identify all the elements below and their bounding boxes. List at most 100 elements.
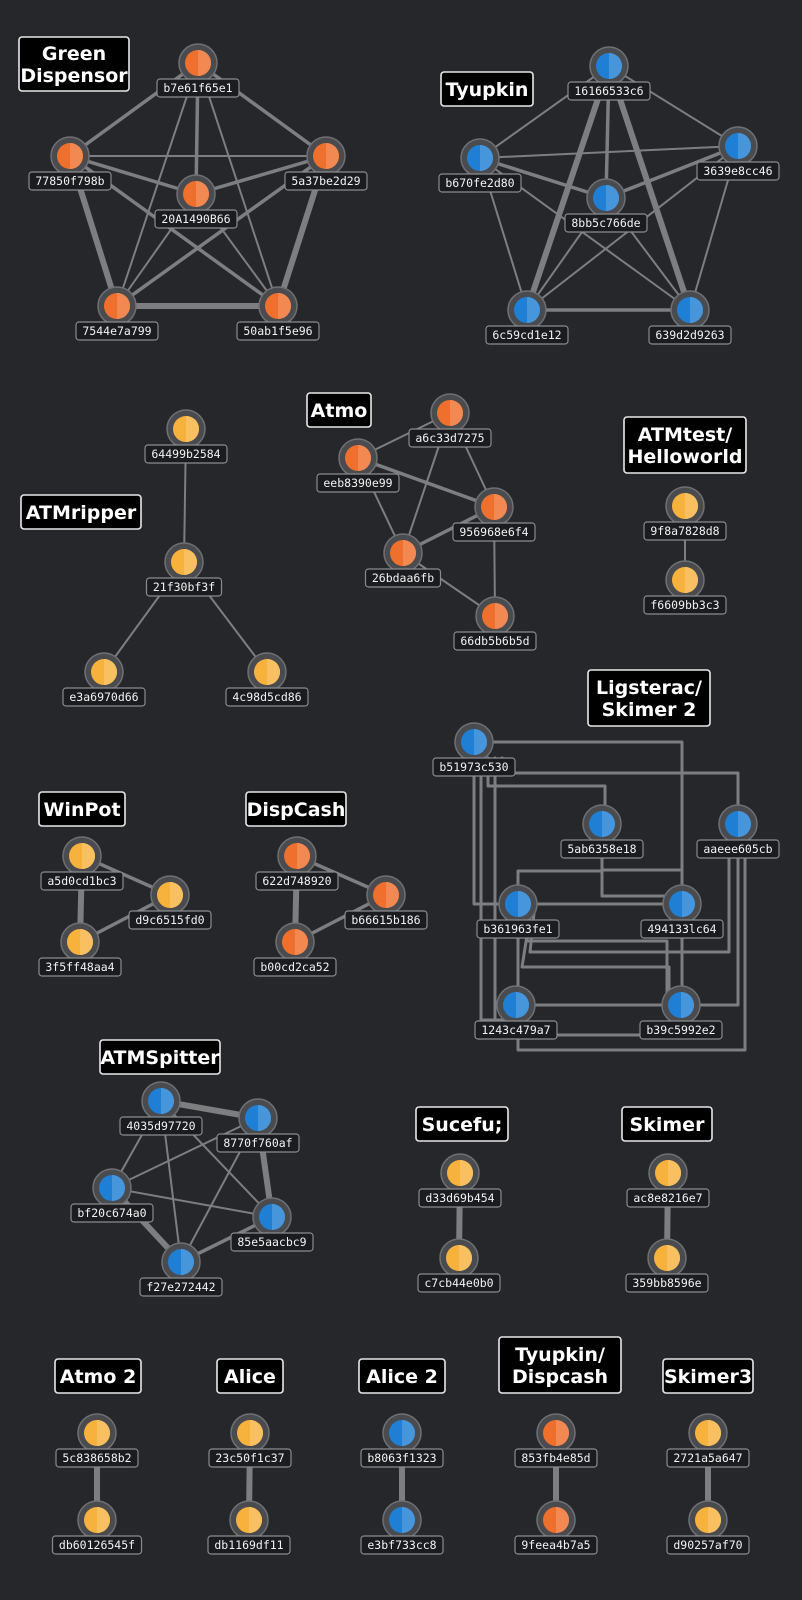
node-359bb8596e[interactable]: 359bb8596e: [625, 1238, 709, 1293]
node-b670fe2d80[interactable]: b670fe2d80: [438, 138, 522, 193]
node-d90257af70[interactable]: d90257af70: [666, 1500, 750, 1555]
cluster-labels-layer: GreenDispensorTyupkinATMripperAtmoATMtes…: [18, 36, 754, 1394]
node-23c50f1c37[interactable]: 23c50f1c37: [208, 1413, 292, 1468]
node-7544e7a799[interactable]: 7544e7a799: [75, 286, 159, 341]
cluster-label-box: [623, 416, 747, 474]
node-f27e272442[interactable]: f27e272442: [139, 1242, 223, 1297]
cluster-label-box: [38, 791, 126, 827]
node-id-label: f6609bb3c3: [650, 598, 719, 612]
node-16166533c6[interactable]: 16166533c6: [567, 46, 651, 101]
node-id-box: [70, 1203, 154, 1223]
node-b7e61f65e1[interactable]: b7e61f65e1: [156, 43, 240, 98]
node-9f8a7828d8[interactable]: 9f8a7828d8: [643, 486, 727, 541]
node-9feea4b7a5[interactable]: 9feea4b7a5: [514, 1500, 598, 1555]
node-id-box: [626, 1188, 710, 1208]
node-dot-highlight: [668, 1160, 681, 1186]
node-id-box: [144, 444, 228, 464]
node-6c59cd1e12[interactable]: 6c59cd1e12: [485, 290, 569, 345]
cluster-label-atmspitter: ATMSpitter: [99, 1039, 221, 1075]
node-db60126545f[interactable]: db60126545f: [51, 1500, 143, 1555]
cluster-label-text: Ligsterac/: [596, 677, 702, 699]
node-50ab1f5e96[interactable]: 50ab1f5e96: [236, 286, 320, 341]
node-eeb8390e99[interactable]: eeb8390e99: [316, 438, 400, 493]
cluster-label-atmo: Atmo: [306, 392, 372, 428]
node-a5d0cd1bc3[interactable]: a5d0cd1bc3: [40, 836, 124, 891]
cluster-label-atmo-2: Atmo 2: [54, 1358, 142, 1394]
node-d33d69b454[interactable]: d33d69b454: [418, 1153, 502, 1208]
node-a6c33d7275[interactable]: a6c33d7275: [408, 393, 492, 448]
node-id-box: [236, 321, 320, 341]
node-b361963fe1[interactable]: b361963fe1: [476, 884, 560, 939]
node-b8063f1323[interactable]: b8063f1323: [360, 1413, 444, 1468]
node-26bdaa6fb[interactable]: 26bdaa6fb: [364, 533, 442, 588]
cluster-label-skimer3: Skimer3: [662, 1358, 754, 1394]
edges-layer: [67, 61, 747, 1523]
node-64499b2584[interactable]: 64499b2584: [144, 409, 228, 464]
node-3639e8cc46[interactable]: 3639e8cc46: [696, 126, 780, 181]
node-956968e6f4[interactable]: 956968e6f4: [452, 487, 536, 542]
cluster-label-winpot: WinPot: [38, 791, 126, 827]
node-3f5ff48aa4[interactable]: 3f5ff48aa4: [38, 922, 122, 977]
node-853fb4e85d[interactable]: 853fb4e85d: [514, 1413, 598, 1468]
node-b00cd2ca52[interactable]: b00cd2ca52: [253, 922, 337, 977]
edge-ligsterac-0: [472, 740, 684, 906]
node-f6609bb3c3[interactable]: f6609bb3c3: [643, 560, 727, 615]
node-id-label: 9feea4b7a5: [521, 1538, 590, 1552]
node-id-box: [119, 1116, 203, 1136]
node-b39c5992e2[interactable]: b39c5992e2: [639, 985, 723, 1040]
node-id-label: a6c33d7275: [415, 431, 484, 445]
node-622d748920[interactable]: 622d748920: [255, 836, 339, 891]
node-21f30bf3f[interactable]: 21f30bf3f: [145, 542, 223, 597]
node-dot-highlight: [556, 1507, 569, 1533]
node-b66615b186[interactable]: b66615b186: [344, 875, 428, 930]
node-5a37be2d29[interactable]: 5a37be2d29: [284, 136, 368, 191]
node-id-label: 9f8a7828d8: [650, 524, 719, 538]
node-d9c6515fd0[interactable]: d9c6515fd0: [128, 875, 212, 930]
node-85e5aacbc9[interactable]: 85e5aacbc9: [230, 1197, 314, 1252]
node-id-box: [666, 1448, 750, 1468]
node-dot-highlight: [358, 445, 371, 471]
node-id-label: 50ab1f5e96: [243, 324, 312, 338]
node-8770f760af[interactable]: 8770f760af: [216, 1098, 300, 1153]
node-id-box: [452, 522, 536, 542]
node-77850f798b[interactable]: 77850f798b: [28, 136, 112, 191]
node-5c838658b2[interactable]: 5c838658b2: [55, 1413, 139, 1468]
cluster-label-text: Skimer3: [664, 1366, 752, 1388]
node-dot-highlight: [272, 1204, 285, 1230]
node-20A1490B66[interactable]: 20A1490B66: [154, 174, 238, 229]
node-id-box: [360, 1535, 444, 1555]
node-639d2d9263[interactable]: 639d2d9263: [648, 290, 732, 345]
edge-tyupkin-16166533c6-6c59cd1e12: [524, 63, 612, 313]
node-id-label: 5ab6358e18: [567, 842, 636, 856]
node-id-box: [432, 757, 516, 777]
node-e3a6970d66[interactable]: e3a6970d66: [62, 652, 146, 707]
node-bf20c674a0[interactable]: bf20c674a0: [70, 1168, 154, 1223]
edge-tyupkin-8bb5c766de-3639e8cc46: [604, 144, 740, 200]
node-494133lc64[interactable]: 494133lc64: [640, 884, 724, 939]
node-dot-highlight: [326, 143, 339, 169]
node-4035d97720[interactable]: 4035d97720: [119, 1081, 203, 1136]
node-dot-highlight: [80, 929, 93, 955]
node-id-box: [360, 1448, 444, 1468]
cluster-label-ligsterac: Ligsterac/Skimer 2: [587, 669, 711, 727]
node-c7cb44e0b0[interactable]: c7cb44e0b0: [417, 1238, 501, 1293]
node-4c98d5cd86[interactable]: 4c98d5cd86: [225, 652, 309, 707]
node-dot-highlight: [402, 1507, 415, 1533]
node-2721a5a647[interactable]: 2721a5a647: [666, 1413, 750, 1468]
node-1243c479a7[interactable]: 1243c479a7: [474, 985, 558, 1040]
node-5ab6358e18[interactable]: 5ab6358e18: [560, 804, 644, 859]
node-e3bf733cc8[interactable]: e3bf733cc8: [360, 1500, 444, 1555]
node-id-label: 2721a5a647: [673, 1451, 742, 1465]
cluster-label-box: [54, 1358, 142, 1394]
node-66db5b6b5d[interactable]: 66db5b6b5d: [453, 596, 537, 651]
node-dot-highlight: [297, 843, 310, 869]
node-id-box: [62, 687, 146, 707]
node-ac8e8216e7[interactable]: ac8e8216e7: [626, 1153, 710, 1208]
node-id-box: [666, 1535, 750, 1555]
node-8bb5c766de[interactable]: 8bb5c766de: [564, 178, 648, 233]
node-b51973c530[interactable]: b51973c530: [432, 722, 516, 777]
node-id-label: 494133lc64: [647, 922, 716, 936]
node-db1169df11[interactable]: db1169df11: [207, 1500, 291, 1555]
node-aaeee605cb[interactable]: aaeee605cb: [696, 804, 780, 859]
node-id-box: [696, 839, 780, 859]
